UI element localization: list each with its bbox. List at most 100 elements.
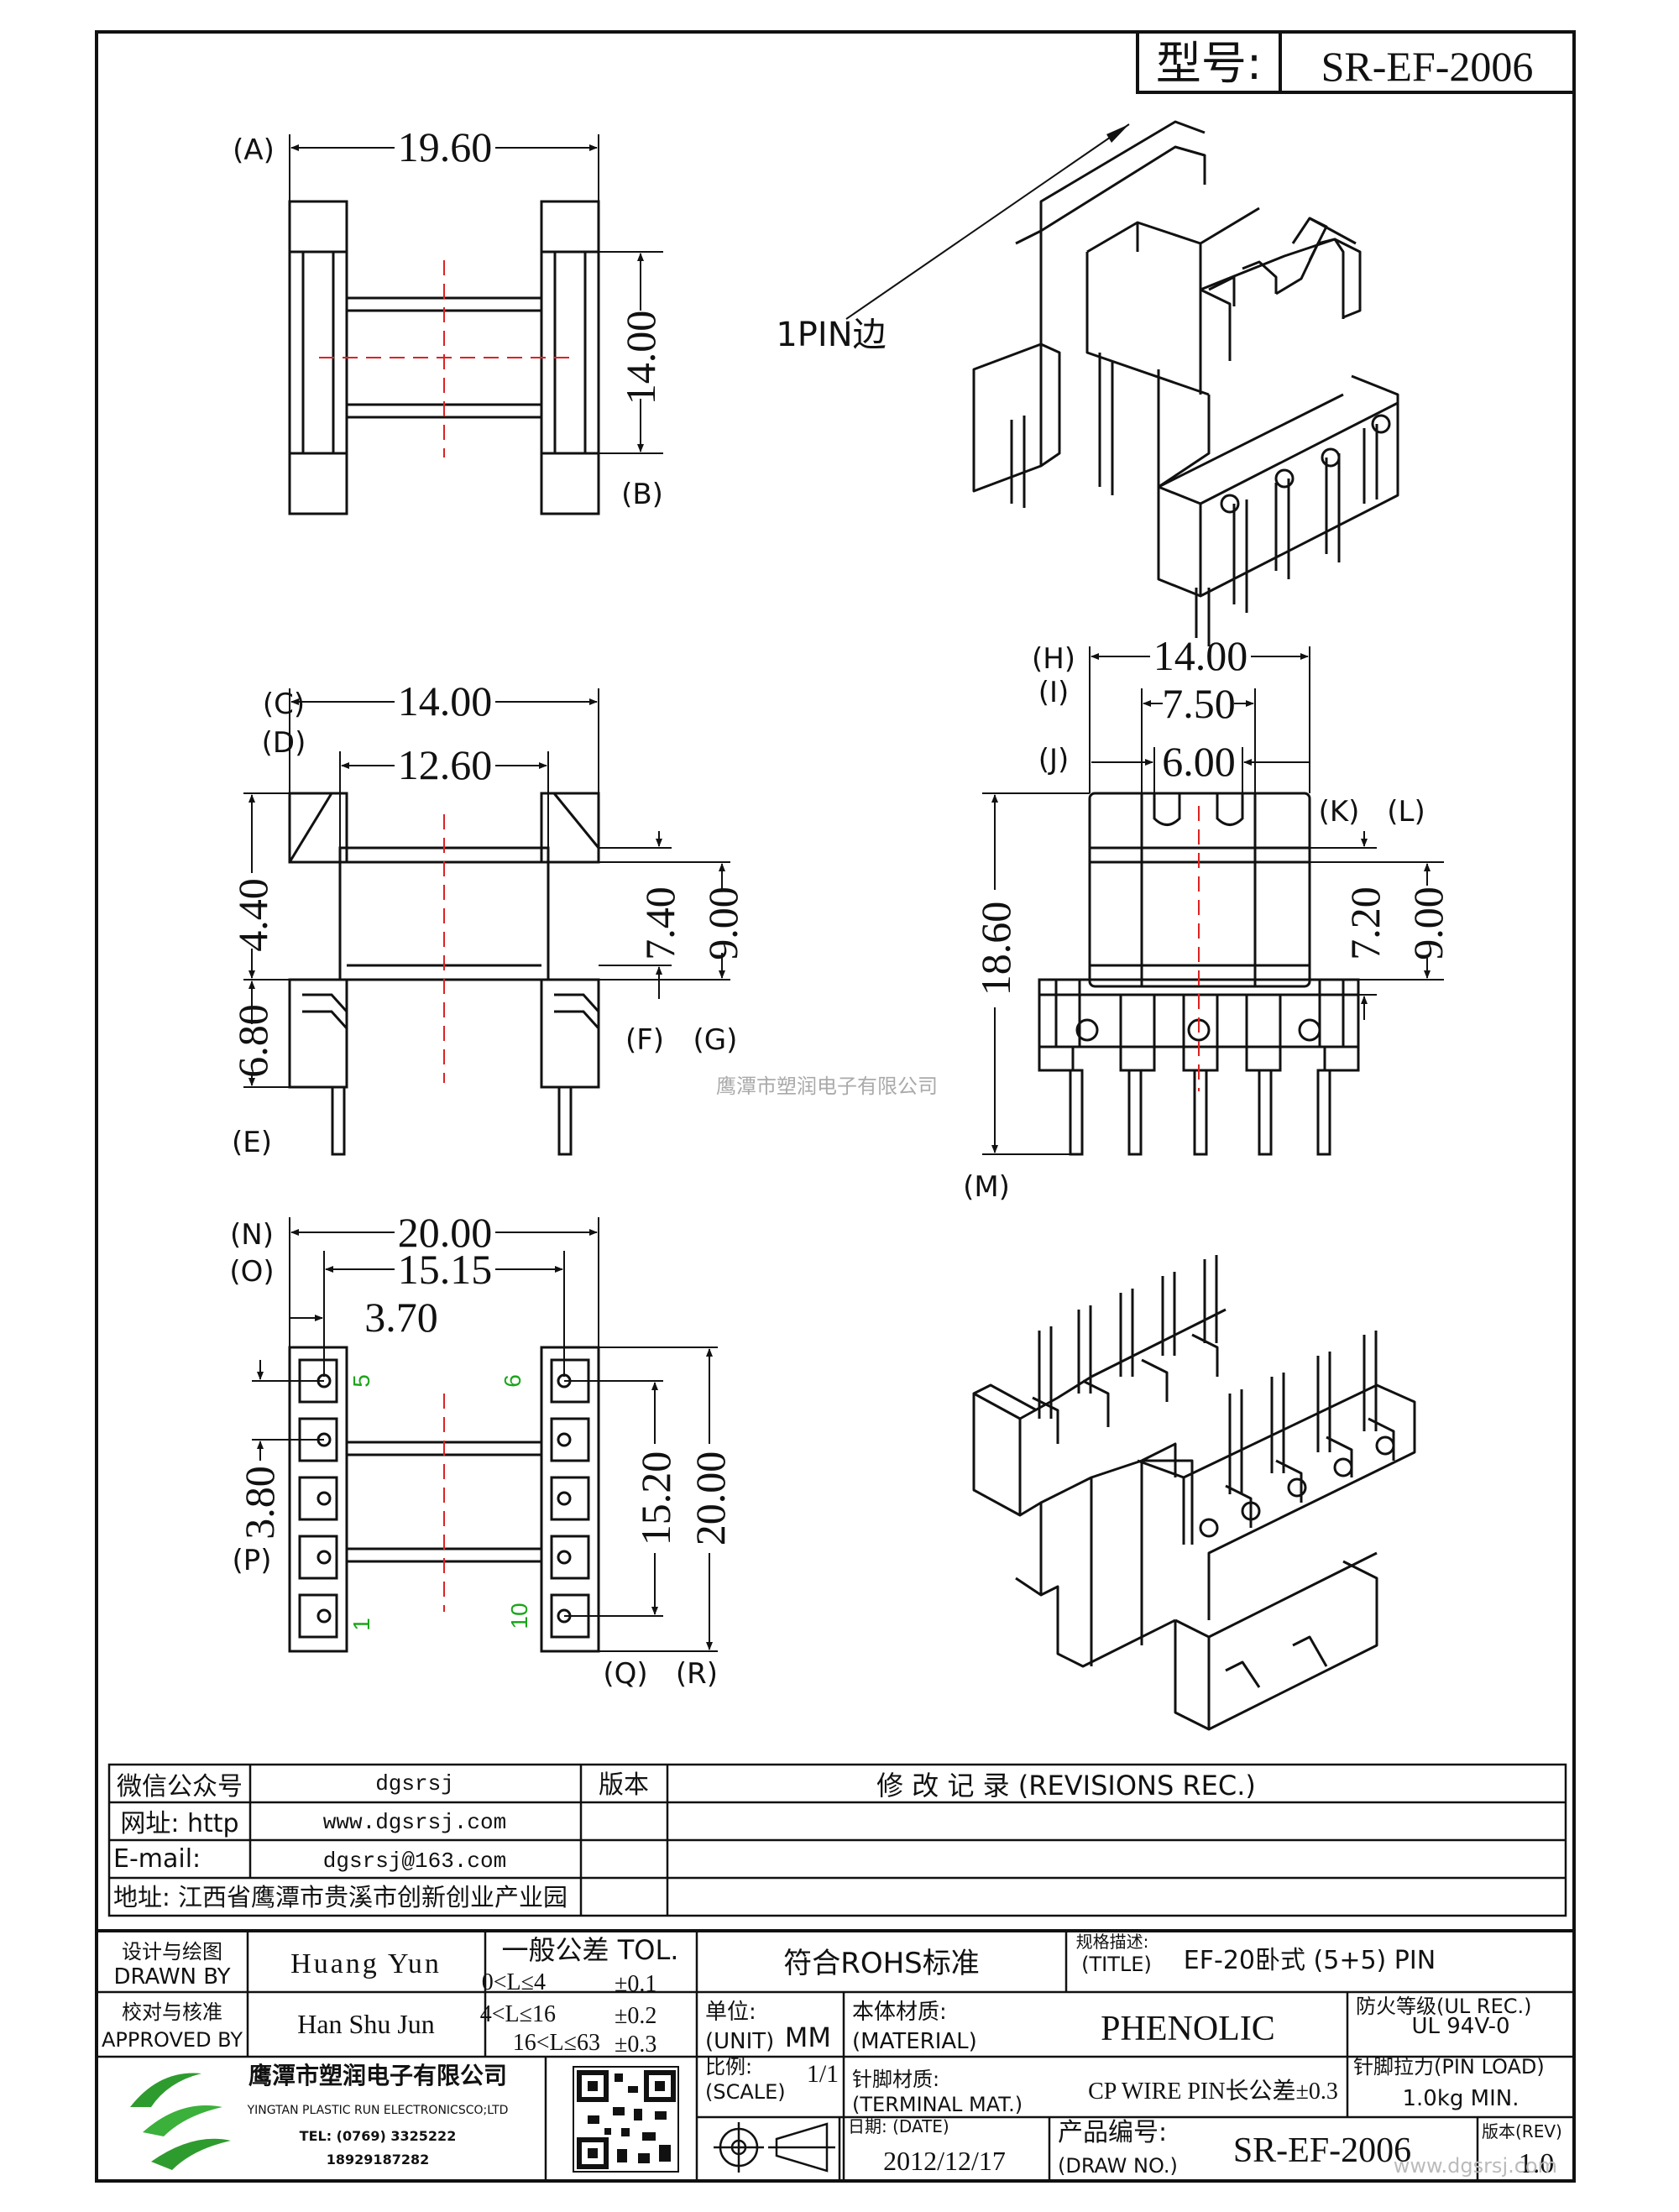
company-logo — [130, 2073, 231, 2170]
rev-label: 版本(REV) — [1482, 2121, 1562, 2141]
dim-value-h: 14.00 — [1153, 632, 1248, 679]
ref-g: (G) — [693, 1023, 738, 1057]
email-label: E-mail: — [113, 1844, 201, 1874]
wechat-value: dgsrsj — [375, 1771, 454, 1796]
revisions-header: 修 改 记 录 (REVISIONS REC.) — [876, 1770, 1256, 1801]
dim-value-pitch: 3.70 — [364, 1294, 438, 1341]
website-label: 网址: http — [120, 1809, 238, 1838]
view-front — [288, 792, 600, 1156]
dim-a — [289, 134, 663, 454]
scale-value: 1/1 — [807, 2060, 839, 2088]
approved-by-cn: 校对与核准 — [122, 2000, 222, 2024]
dim-value-r: 20.00 — [687, 1451, 734, 1546]
dim-value-i: 7.50 — [1162, 680, 1236, 727]
tol-row2-range: 4<L≤16 — [480, 2001, 556, 2027]
ref-f: (F) — [625, 1023, 664, 1057]
ref-o: (O) — [229, 1255, 274, 1289]
dim-value-b: 14.00 — [617, 311, 664, 405]
ref-b: (B) — [621, 478, 663, 511]
ref-q: (Q) — [603, 1657, 647, 1691]
terminal-value: CP WIRE PIN长公差±0.3 — [1088, 2078, 1338, 2105]
drawn-by-label: DRAWN BY — [113, 1964, 230, 1990]
date-value: 2012/12/17 — [883, 2146, 1006, 2176]
dim-value-k: 7.20 — [1342, 886, 1389, 960]
dims-bottom — [252, 1217, 718, 1652]
model-number: SR-EF-2006 — [1321, 43, 1534, 90]
dim-value-n: 20.00 — [398, 1209, 493, 1256]
pin1-label: 1PIN边 — [776, 316, 886, 354]
watermark-site: www.dgsrsj.com — [1394, 2154, 1557, 2178]
material-label: (MATERIAL) — [852, 2029, 977, 2054]
material-label-cn: 本体材质: — [852, 2000, 947, 2025]
company-mobile: 18929187282 — [327, 2152, 429, 2168]
ref-e: (E) — [232, 1126, 272, 1159]
unit-label: (UNIT) — [705, 2029, 774, 2054]
ref-p: (P) — [232, 1544, 271, 1577]
dim-value-e1: 4.40 — [229, 878, 276, 952]
view-bottom — [288, 1346, 600, 1653]
scale-label-cn: 比例: — [705, 2055, 752, 2079]
address-text: 地址: 江西省鹰潭市贵溪市创新创业产业园 — [113, 1883, 568, 1911]
unit-label-cn: 单位: — [705, 2000, 756, 2025]
tol-row2-value: ±0.2 — [615, 2003, 656, 2029]
dim-value-q: 15.20 — [632, 1451, 679, 1546]
ref-m: (M) — [963, 1170, 1010, 1204]
dim-value-a: 19.60 — [398, 123, 493, 170]
company-name-cn: 鹰潭市塑润电子有限公司 — [248, 2062, 507, 2089]
pin-number-5: 5 — [348, 1374, 374, 1388]
version-header: 版本 — [599, 1770, 649, 1800]
ref-a: (A) — [233, 133, 275, 167]
pin-number-10: 10 — [506, 1603, 532, 1629]
dim-value-p: 3.80 — [236, 1466, 283, 1540]
ref-n: (N) — [230, 1218, 274, 1252]
view-3d-lower — [972, 1255, 1416, 1731]
dim-value-c: 14.00 — [398, 677, 493, 724]
qr-code — [573, 2066, 679, 2173]
fire-rating-label: 防火等级(UL REC.) — [1356, 1995, 1532, 2018]
dim-value-g: 9.00 — [699, 886, 746, 960]
title-value: EF-20卧式 (5+5) PIN — [1184, 1946, 1436, 1975]
model-label: 型号: — [1156, 37, 1262, 90]
tol-row1-value: ±0.1 — [615, 1971, 656, 1997]
website-value: www.dgsrsj.com — [323, 1810, 506, 1835]
tol-row1-range: 0<L≤4 — [482, 1969, 546, 1995]
dim-value-j: 6.00 — [1162, 738, 1236, 785]
title-label: (TITLE) — [1081, 1953, 1152, 1976]
ref-d: (D) — [262, 726, 306, 760]
tol-row3-range: 16<L≤63 — [513, 2030, 600, 2056]
dim-value-o: 15.15 — [398, 1246, 493, 1293]
pin-number-6: 6 — [500, 1374, 526, 1388]
ref-i: (I) — [1038, 676, 1070, 709]
date-label: 日期: (DATE) — [848, 2116, 949, 2136]
scale-label: (SCALE) — [705, 2080, 786, 2104]
ref-l: (L) — [1387, 795, 1425, 829]
terminal-label-cn: 针脚材质: — [852, 2068, 939, 2091]
approved-by-value: Han Shu Jun — [297, 2009, 435, 2039]
ref-c: (C) — [263, 688, 305, 721]
ref-k: (K) — [1319, 795, 1360, 829]
view-side — [1038, 792, 1360, 1156]
drawing-no-label-cn: 产品编号: — [1058, 2118, 1167, 2147]
dims-front — [243, 688, 730, 1088]
sheet-border — [95, 30, 1576, 2183]
rev-value: 1.0 — [1519, 2148, 1555, 2179]
dim-value-e2: 6.80 — [229, 1004, 276, 1078]
unit-value: MM — [785, 2021, 831, 2053]
material-value: PHENOLIC — [1101, 2010, 1275, 2048]
pin1-leader — [845, 123, 1130, 320]
dim-value-d: 12.60 — [398, 741, 493, 788]
pin-load-value: 1.0kg MIN. — [1403, 2086, 1519, 2111]
fire-rating-value: UL 94V-0 — [1411, 2014, 1509, 2039]
email-value: dgsrsj@163.com — [323, 1849, 506, 1874]
view-3d-upper — [972, 120, 1399, 646]
title-label-cn: 规格描述: — [1076, 1932, 1149, 1952]
company-tel: TEL: (0769) 3325222 — [300, 2128, 457, 2144]
approved-by-label: APPROVED BY — [102, 2028, 243, 2052]
tol-row3-value: ±0.3 — [615, 2032, 656, 2058]
wechat-label: 微信公众号 — [117, 1772, 243, 1801]
drawn-by-value: Huang Yun — [290, 1948, 442, 1979]
title-block — [95, 1763, 1576, 2183]
dims-side — [982, 646, 1444, 1155]
